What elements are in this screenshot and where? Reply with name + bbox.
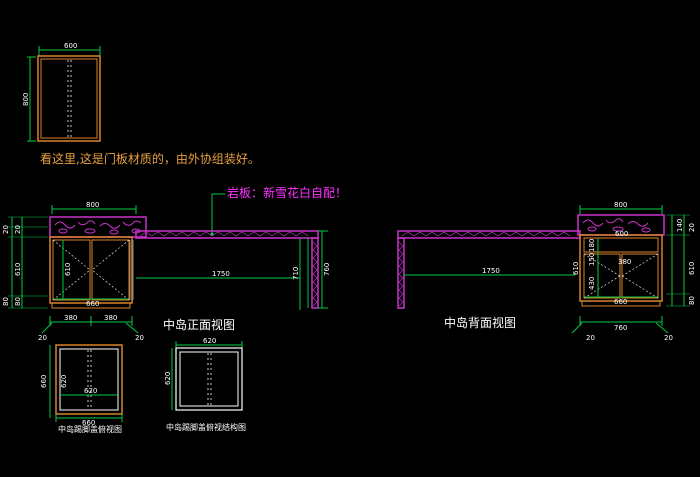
top-structure-caption: 中岛踢脚盖俯视结构图 <box>166 422 246 432</box>
door-panel-view: 600 800 <box>22 42 101 142</box>
front-view-caption: 中岛正面视图 <box>163 317 235 332</box>
slab-note: 岩板：新雪花白自配！ <box>227 185 347 200</box>
dim-back-bottom-760: 760 <box>614 324 627 332</box>
dim-top-struct-left-620: 620 <box>164 372 172 385</box>
dim-panel-width: 600 <box>64 42 77 50</box>
dim-front-counter-width: 800 <box>86 201 99 209</box>
top-view-caption: 中岛踢脚盖俯视图 <box>58 424 122 434</box>
dim-top-620: 620 <box>84 387 97 395</box>
dim-back-inner-660: 660 <box>614 298 627 306</box>
plinth-top-structure-view: 620 620 中岛踢脚盖俯视结构图 <box>164 337 246 432</box>
dim-back-left-610: 610 <box>572 262 580 275</box>
dim-front-inner-660: 660 <box>86 300 99 308</box>
dim-back-right-80: 80 <box>688 296 696 305</box>
dim-back-inner-180: 180 <box>588 239 596 252</box>
dim-back-bottom-20b: 20 <box>664 334 673 342</box>
dim-back-counter-width: 800 <box>614 201 627 209</box>
dim-top-left-620: 620 <box>60 375 68 388</box>
dim-top-left-660: 660 <box>40 375 48 388</box>
dim-front-bottom-380a: 380 <box>64 314 77 322</box>
dim-front-left-90: 80 <box>2 297 10 306</box>
dim-back-inner-380: 380 <box>618 258 631 266</box>
dim-back-right-140: 140 <box>676 219 684 232</box>
back-view-caption: 中岛背面视图 <box>444 315 516 330</box>
plinth-top-view: 660 620 620 660 中岛踢脚盖俯视图 <box>40 344 123 434</box>
dim-front-right-760: 760 <box>323 263 331 276</box>
dim-front-bottom-380b: 380 <box>104 314 117 322</box>
dim-back-right-610: 610 <box>688 262 696 275</box>
dim-front-inner-610: 610 <box>64 263 72 276</box>
dim-back-right-20: 20 <box>688 223 696 232</box>
dim-back-span: 1750 <box>482 267 500 275</box>
dim-front-bottom-20a: 20 <box>38 334 47 342</box>
dim-front-bottom-20b: 20 <box>135 334 144 342</box>
dim-panel-height: 800 <box>22 93 30 106</box>
dim-front-left-610: 610 <box>14 263 22 276</box>
dim-front-left-20b: 20 <box>14 225 22 234</box>
dim-top-660: 660 <box>82 419 95 427</box>
dim-front-right-710: 710 <box>292 267 300 280</box>
door-material-note: 看这里,这是门板材质的，由外协组装好。 <box>40 151 260 166</box>
dim-front-span: 1750 <box>212 270 230 278</box>
back-elevation: 800 1750 600 180 380 150 430 660 <box>397 201 696 342</box>
dim-front-left-80: 80 <box>14 297 22 306</box>
dim-top-struct-620: 620 <box>203 337 216 345</box>
dim-back-bottom-20a: 20 <box>586 334 595 342</box>
dim-back-inner-600: 600 <box>615 230 628 238</box>
front-elevation: 800 <box>2 201 331 342</box>
dim-front-left-20a: 20 <box>2 225 10 234</box>
dim-back-inner-430: 430 <box>588 277 596 290</box>
dim-back-inner-150: 150 <box>588 253 596 266</box>
